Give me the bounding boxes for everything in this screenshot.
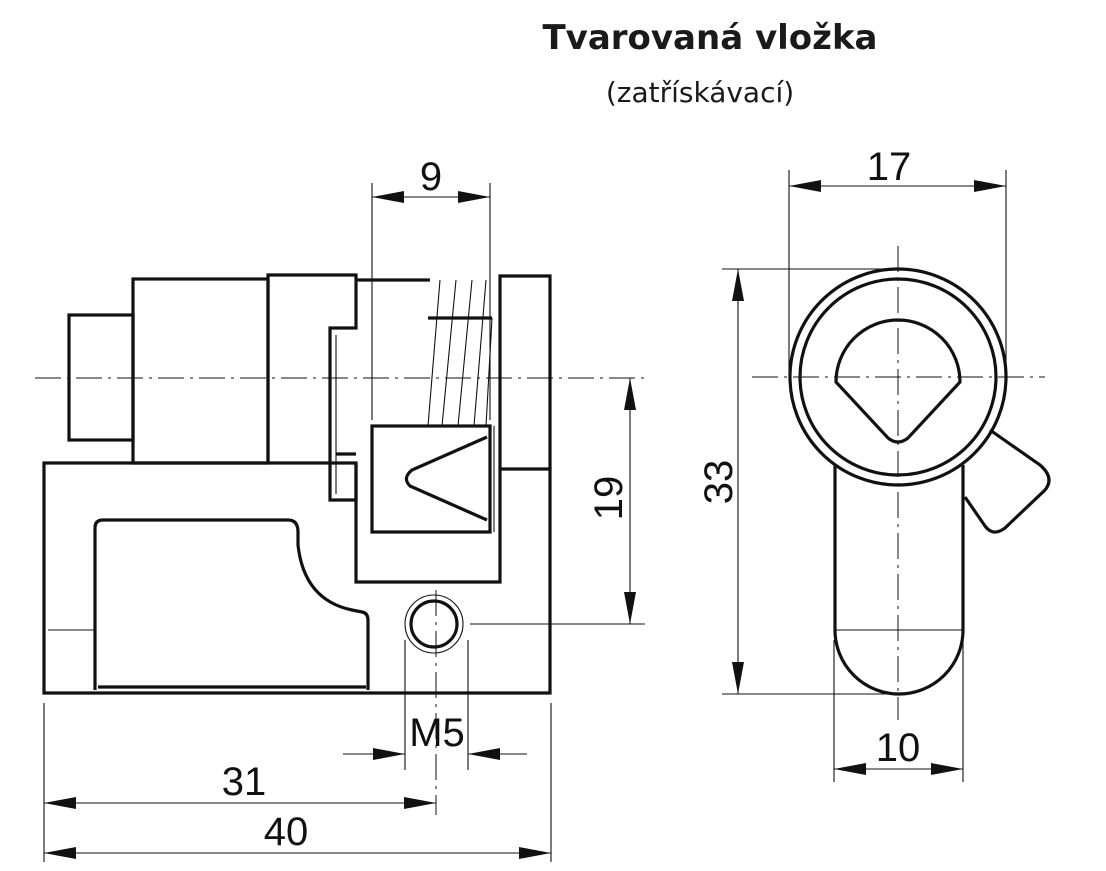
cylinder-block xyxy=(131,277,270,465)
spring-coil-2 xyxy=(441,279,457,427)
arrow-9-left xyxy=(372,191,404,203)
thread-hole-outer xyxy=(404,594,464,654)
drawing-subtitle: (zatřískávací) xyxy=(605,76,795,109)
arrow-31-right xyxy=(404,797,436,809)
side-view: 9 19 M5 31 40 xyxy=(35,155,650,862)
spring-coil-4 xyxy=(473,279,487,427)
arrow-19-bottom xyxy=(624,592,636,624)
base-pocket-outline xyxy=(93,518,370,690)
arrow-m5-right xyxy=(468,748,500,760)
arrow-31-left xyxy=(44,797,76,809)
v-notch xyxy=(404,435,488,522)
dim-label-m5: M5 xyxy=(409,711,465,755)
right-upright xyxy=(498,274,552,469)
dim-label-9: 9 xyxy=(420,155,442,199)
dim-label-40: 40 xyxy=(264,810,309,854)
arrow-33-bottom xyxy=(732,662,744,694)
keyway xyxy=(834,318,962,444)
arrow-10-left xyxy=(834,763,866,775)
tower-outline xyxy=(266,273,358,502)
front-view: 17 33 10 xyxy=(697,145,1051,782)
spring-right-edge xyxy=(485,317,493,427)
arrow-m5-left xyxy=(373,748,405,760)
dim-label-19: 19 xyxy=(587,476,631,521)
thread-hole-inner xyxy=(409,599,459,649)
arrow-19-top xyxy=(624,378,636,410)
spring-coil-1 xyxy=(427,279,441,427)
dim-label-31: 31 xyxy=(222,760,267,804)
arrow-17-left xyxy=(789,180,821,192)
cam-lever xyxy=(963,428,1051,534)
base-body-outline xyxy=(42,461,552,695)
arrow-33-top xyxy=(732,269,744,301)
square-insert xyxy=(370,424,492,534)
arrow-9-right xyxy=(458,191,490,203)
arrow-10-right xyxy=(931,763,963,775)
arrow-17-right xyxy=(974,180,1006,192)
profile-lower xyxy=(833,465,965,696)
dim-label-33: 33 xyxy=(697,460,741,505)
dim-label-10: 10 xyxy=(876,726,921,770)
spring-coil-3 xyxy=(457,279,473,427)
arrow-40-left xyxy=(44,847,76,859)
arrow-40-right xyxy=(519,847,551,859)
dim-label-17: 17 xyxy=(867,145,912,189)
drawing-title: Tvarovaná vložka xyxy=(542,18,878,58)
